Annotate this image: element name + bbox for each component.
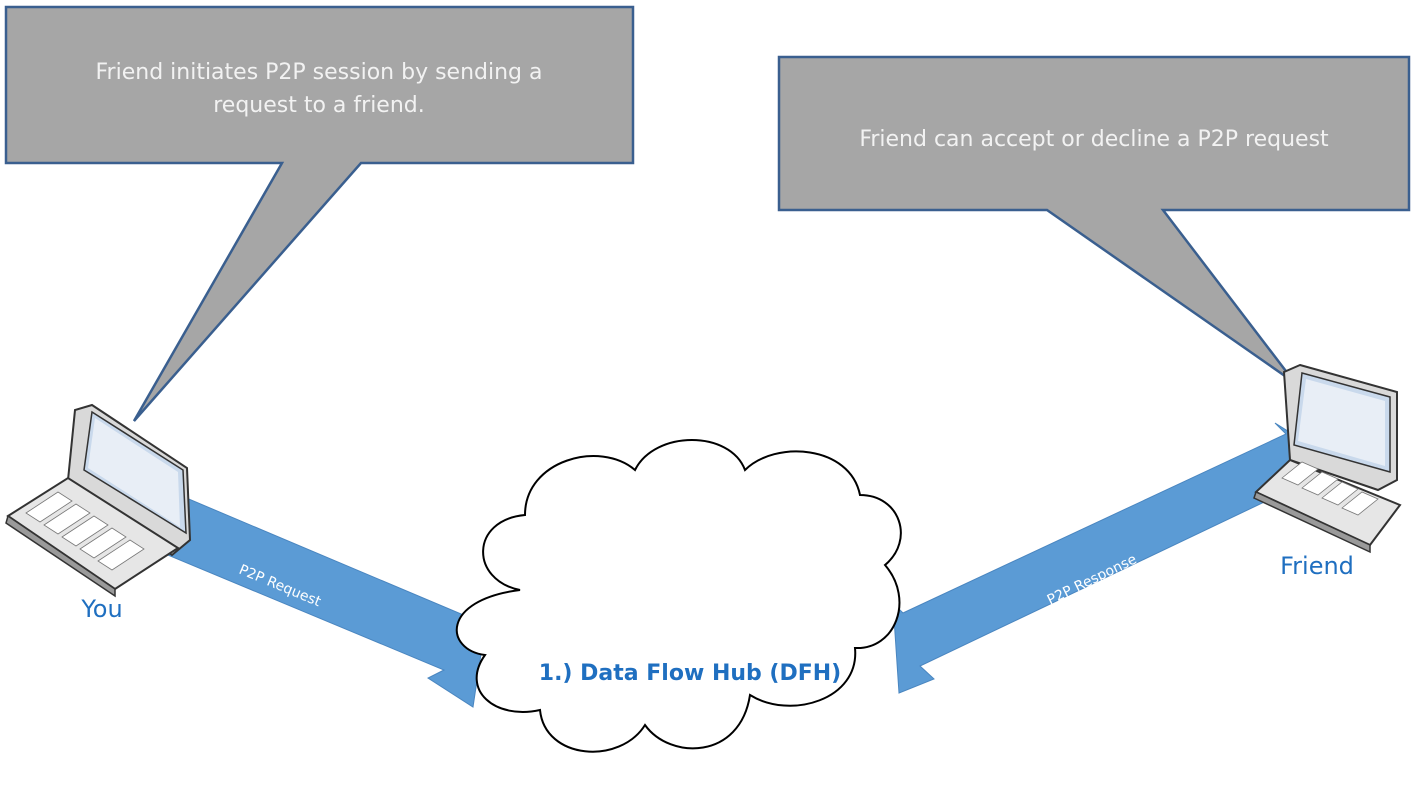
cloud-icon	[455, 439, 902, 753]
left-callout-shape	[4, 5, 635, 422]
laptop-icon	[5, 403, 192, 598]
p2p-response-arrow: P2P Response	[892, 422, 1313, 694]
right-callout-line1: Friend can accept or decline a P2P reque…	[859, 127, 1329, 152]
you-label: You	[80, 595, 122, 623]
you-laptop: You	[5, 403, 192, 623]
left-callout-line2: request to a friend.	[213, 93, 425, 118]
right-callout-shape	[777, 55, 1411, 385]
left-callout: Friend initiates P2P session by sending …	[4, 5, 635, 422]
p2p-response-arrow-shape	[892, 422, 1313, 694]
laptop-icon	[1253, 363, 1402, 554]
friend-label: Friend	[1280, 552, 1354, 580]
data-flow-hub: 1.) Data Flow Hub (DFH)	[455, 439, 902, 753]
left-callout-line1: Friend initiates P2P session by sending …	[96, 60, 543, 85]
right-callout: Friend can accept or decline a P2P reque…	[777, 55, 1411, 385]
friend-laptop: Friend	[1253, 363, 1402, 580]
hub-label: 1.) Data Flow Hub (DFH)	[539, 661, 841, 686]
